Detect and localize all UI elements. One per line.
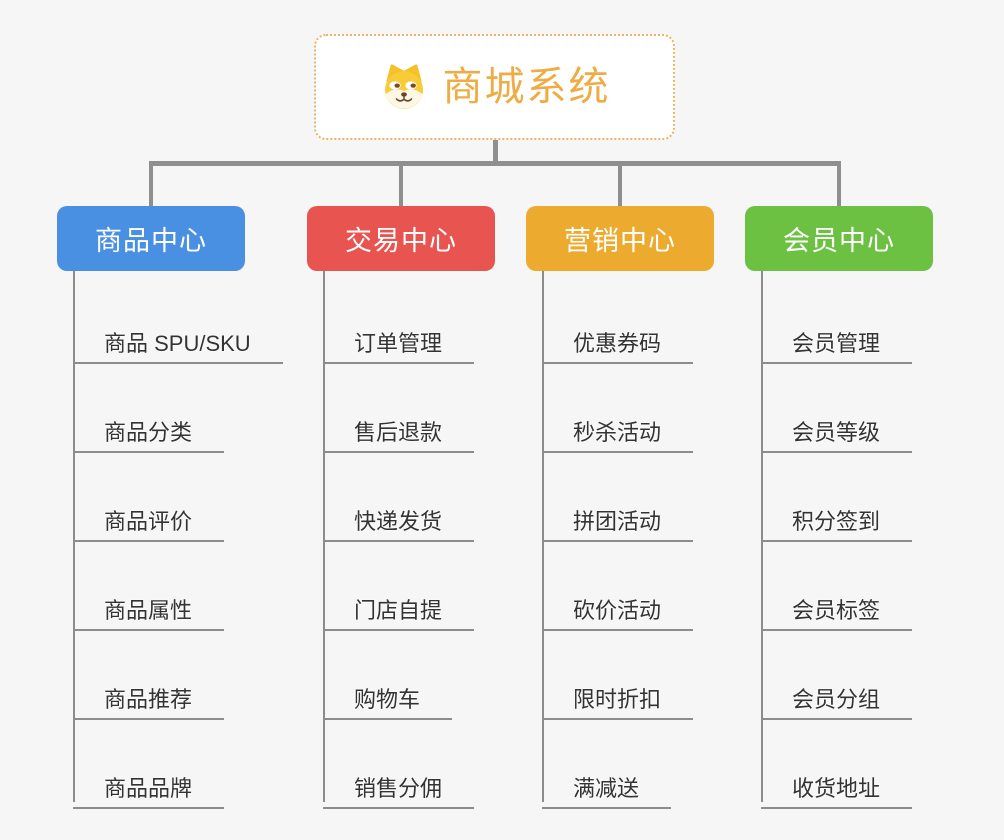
- leaf-item[interactable]: 拼团活动: [542, 495, 694, 542]
- leaf-item[interactable]: 销售分佣: [323, 762, 475, 809]
- leaf-item[interactable]: 售后退款: [323, 406, 475, 453]
- branch-child-line: [542, 271, 544, 802]
- leaf-item[interactable]: 商品推荐: [73, 673, 225, 720]
- branch-header-2[interactable]: 交易中心: [307, 206, 495, 271]
- connector-branch-drop: [399, 166, 403, 206]
- connector-branch-drop: [149, 166, 153, 206]
- leaf-item[interactable]: 满减送: [542, 762, 672, 809]
- connector-horizontal-rail: [149, 161, 841, 166]
- branch-header-3[interactable]: 营销中心: [526, 206, 714, 271]
- leaf-item[interactable]: 秒杀活动: [542, 406, 694, 453]
- branch-header-1[interactable]: 商品中心: [57, 206, 245, 271]
- leaf-item[interactable]: 砍价活动: [542, 584, 694, 631]
- branch-child-line: [761, 271, 763, 802]
- connector-branch-drop: [837, 166, 841, 206]
- leaf-item[interactable]: 快递发货: [323, 495, 475, 542]
- leaf-item[interactable]: 商品品牌: [73, 762, 225, 809]
- leaf-item[interactable]: 购物车: [323, 673, 453, 720]
- branch-header-4[interactable]: 会员中心: [745, 206, 933, 271]
- leaf-item[interactable]: 优惠券码: [542, 317, 694, 364]
- leaf-item[interactable]: 商品分类: [73, 406, 225, 453]
- connector-root-stem: [493, 140, 498, 161]
- root-node-mall-system[interactable]: 商城系统: [314, 34, 675, 140]
- leaf-item[interactable]: 商品属性: [73, 584, 225, 631]
- branch-child-line: [323, 271, 325, 802]
- leaf-item[interactable]: 积分签到: [761, 495, 913, 542]
- root-title: 商城系统: [442, 65, 611, 109]
- leaf-item[interactable]: 会员管理: [761, 317, 913, 364]
- leaf-item[interactable]: 会员标签: [761, 584, 913, 631]
- connector-branch-drop: [618, 166, 622, 206]
- leaf-item[interactable]: 门店自提: [323, 584, 475, 631]
- branch-child-line: [73, 271, 75, 802]
- leaf-item[interactable]: 商品评价: [73, 495, 225, 542]
- leaf-item[interactable]: 限时折扣: [542, 673, 694, 720]
- leaf-item[interactable]: 订单管理: [323, 317, 475, 364]
- leaf-item[interactable]: 会员等级: [761, 406, 913, 453]
- leaf-item[interactable]: 商品 SPU/SKU: [73, 317, 283, 364]
- dog-face-icon: [379, 63, 429, 111]
- leaf-item[interactable]: 会员分组: [761, 673, 913, 720]
- leaf-item[interactable]: 收货地址: [761, 762, 913, 809]
